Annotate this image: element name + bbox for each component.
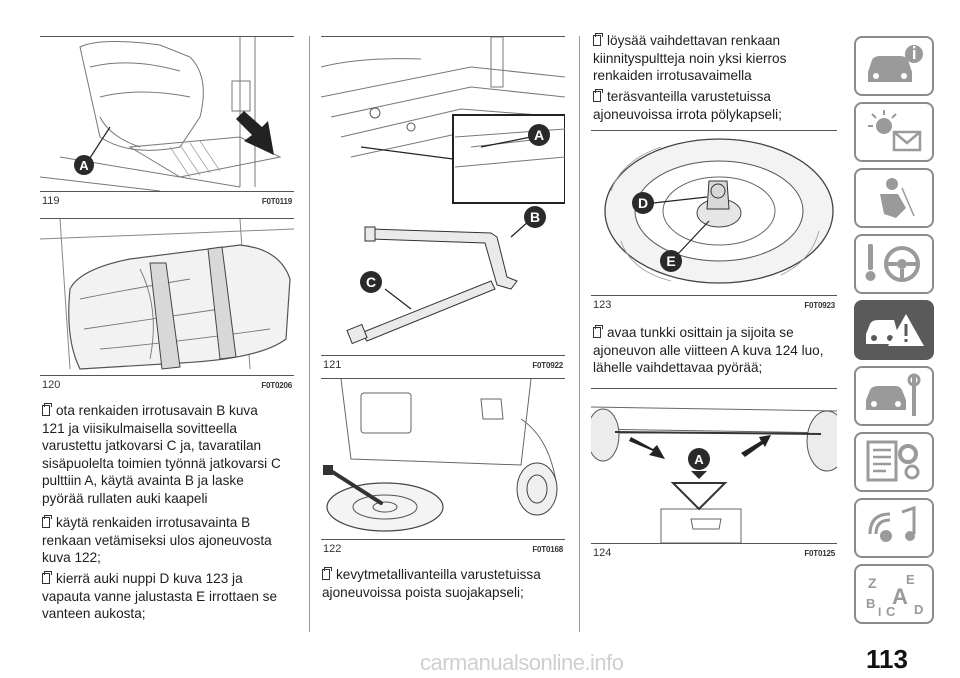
figure-code: F0T0923 — [804, 301, 835, 310]
figure-code: F0T0168 — [532, 545, 563, 554]
svg-text:D: D — [638, 195, 648, 211]
seat-illustration: A — [40, 37, 282, 191]
checkbox-bullet-icon — [42, 571, 52, 584]
tab-maintenance[interactable] — [854, 366, 934, 426]
tools-illustration: A B C — [321, 37, 565, 345]
maintenance-icon — [866, 373, 921, 416]
checkbox-bullet-icon — [42, 403, 52, 416]
callout-c — [360, 271, 382, 293]
svg-text:B: B — [866, 596, 875, 611]
tab-warning-lights[interactable] — [854, 102, 934, 162]
warning-lights-icon — [868, 110, 922, 152]
multimedia-icon — [868, 505, 916, 542]
svg-text:C: C — [366, 274, 376, 290]
instruction-step: ota renkaiden irrotusavain B kuva 121 ja… — [42, 403, 281, 506]
svg-text:A: A — [892, 584, 908, 609]
svg-text:D: D — [914, 602, 923, 617]
svg-text:E: E — [666, 253, 675, 269]
figure-code: F0T0125 — [804, 549, 835, 558]
spare-wheel-removal-illustration — [323, 379, 558, 532]
tab-safety[interactable] — [854, 168, 934, 228]
instruction-step: käytä renkaiden irrotusavainta B renkaan… — [42, 515, 272, 566]
figure-code: F0T0119 — [261, 197, 292, 206]
instruction-step: avaa tunkki osittain ja sijoita se ajone… — [593, 325, 824, 376]
column-divider — [579, 36, 580, 632]
svg-text:I: I — [878, 605, 881, 618]
spare-wheel-illustration: D E — [604, 138, 834, 284]
figure-code: F0T0206 — [261, 381, 292, 390]
svg-text:E: E — [906, 572, 915, 587]
figure-number: 119 — [42, 195, 60, 207]
tab-technical-data[interactable] — [854, 432, 934, 492]
page-number: 113 — [866, 644, 908, 674]
checkbox-bullet-icon — [322, 567, 332, 580]
svg-text:A: A — [79, 158, 89, 173]
figure-119: A 119 F0T0119 — [40, 36, 294, 210]
figure-number: 124 — [593, 547, 612, 559]
svg-text:B: B — [530, 209, 540, 225]
svg-text:Z: Z — [868, 575, 877, 591]
callout-a — [74, 155, 94, 175]
tab-car-info[interactable] — [854, 36, 934, 96]
instruction-step: kierrä auki nuppi D kuva 123 ja vapauta … — [42, 571, 278, 622]
steering-wheel-icon — [865, 244, 920, 282]
tab-multimedia[interactable] — [854, 498, 934, 558]
tab-emergency[interactable] — [854, 300, 934, 360]
svg-text:C: C — [886, 604, 896, 618]
figure-number: 121 — [323, 359, 342, 371]
checkbox-bullet-icon — [593, 33, 603, 46]
checkbox-bullet-icon — [593, 89, 603, 102]
figure-122: 122 F0T0168 — [321, 378, 565, 558]
instruction-step: löysää vaihdettavan renkaan kiinnityspul… — [593, 33, 787, 84]
tool-bag-illustration — [40, 219, 294, 370]
callout-d — [632, 192, 654, 214]
instruction-step: teräsvanteilla varustetuissa ajoneuvoiss… — [593, 89, 782, 122]
instruction-step: kevytmetallivanteilla varustetuissa ajon… — [322, 567, 541, 600]
callout-e — [660, 250, 682, 272]
figure-number: 120 — [42, 379, 61, 391]
callout-a — [528, 124, 550, 146]
tab-driving[interactable] — [854, 234, 934, 294]
figure-number: 122 — [323, 543, 342, 555]
jack-position-illustration: A — [591, 406, 837, 543]
svg-text:A: A — [694, 452, 704, 467]
svg-text:A: A — [534, 127, 544, 143]
checkbox-bullet-icon — [593, 325, 603, 338]
checkbox-bullet-icon — [42, 515, 52, 528]
watermark: carmanualsonline.info — [420, 650, 624, 675]
car-info-icon — [868, 45, 923, 82]
figure-number: 123 — [593, 299, 612, 311]
callout-b — [524, 206, 546, 228]
index-icon: Z E B I C A D — [866, 572, 923, 618]
figure-123: D E 123 F0T0923 — [591, 130, 837, 314]
figure-120: 120 F0T0206 — [40, 218, 294, 394]
tab-index[interactable]: Z E B I C A D — [854, 564, 934, 624]
figure-121: A B C 121 F0T0922 — [321, 36, 565, 372]
figure-code: F0T0922 — [532, 361, 563, 370]
callout-a — [688, 448, 710, 470]
technical-data-icon — [866, 440, 920, 482]
emergency-icon — [866, 314, 924, 346]
figure-124: A 124 F0T0125 — [591, 388, 837, 562]
column-divider — [309, 36, 310, 632]
airbag-safety-icon — [880, 178, 916, 218]
